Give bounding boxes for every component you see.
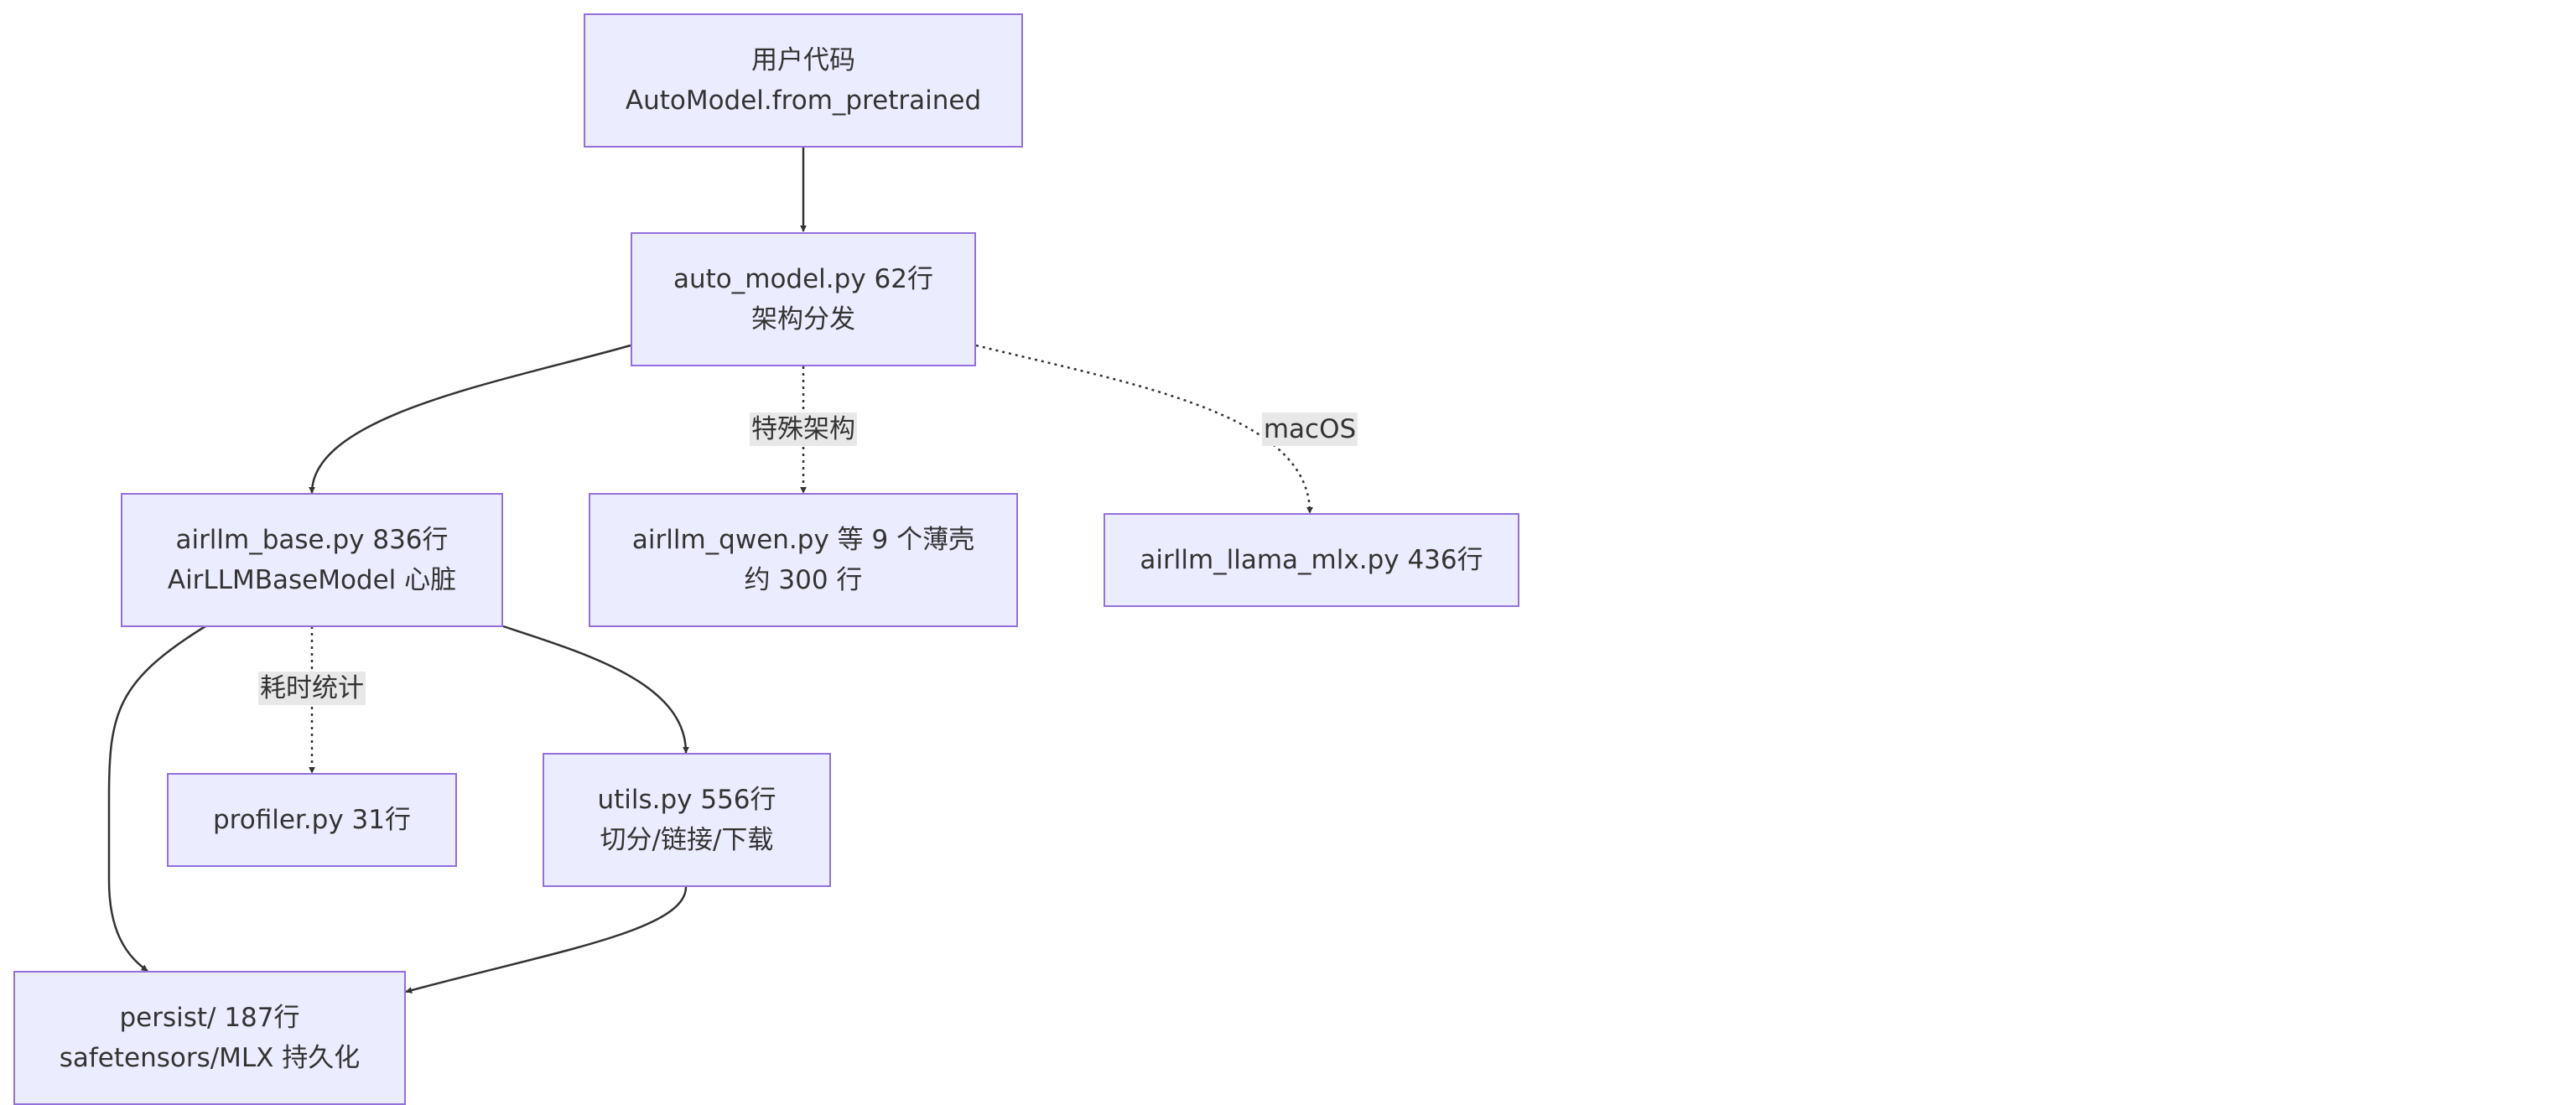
edge-airllm-base-to-utils [502,625,689,754]
node-persist-title: persist/ 187行 [119,1003,300,1033]
node-utils: utils.py 556行 切分/链接/下载 [543,753,831,887]
node-airllm-llama-mlx-title: airllm_llama_mlx.py 436行 [1140,545,1483,575]
edge-utils-to-persist [405,886,688,993]
node-profiler-title: profiler.py 31行 [213,805,411,835]
edge-auto-model-to-airllm-llama-mlx [975,344,1313,514]
node-airllm-qwen-subtitle: 约 300 行 [744,565,863,595]
node-auto-model-subtitle: 架构分发 [751,304,855,335]
node-auto-model: auto_model.py 62行 架构分发 [631,232,976,366]
edge-label-timing-stats: 耗时统计 [258,672,366,705]
node-user-code-title: 用户代码 [751,45,855,75]
edge-label-special-architecture: 特殊架构 [750,412,857,446]
node-auto-model-title: auto_model.py 62行 [673,264,933,294]
node-airllm-base-subtitle: AirLLMBaseModel 心脏 [167,565,457,595]
node-user-code-subtitle: AutoModel.from_pretrained [625,86,982,116]
node-profiler: profiler.py 31行 [167,773,457,867]
node-persist-subtitle: safetensors/MLX 持久化 [59,1043,361,1073]
node-airllm-base-title: airllm_base.py 836行 [175,525,449,555]
node-airllm-llama-mlx: airllm_llama_mlx.py 436行 [1104,513,1519,607]
node-user-code: 用户代码 AutoModel.from_pretrained [584,13,1023,148]
node-airllm-qwen: airllm_qwen.py 等 9 个薄壳 约 300 行 [589,493,1018,627]
node-airllm-qwen-title: airllm_qwen.py 等 9 个薄壳 [631,525,975,555]
edge-auto-model-to-airllm-base [309,344,631,494]
node-utils-title: utils.py 556行 [597,785,776,815]
edge-airllm-base-to-persist [107,625,206,973]
edge-label-macos: macOS [1261,412,1358,446]
node-utils-subtitle: 切分/链接/下载 [600,825,774,855]
node-persist: persist/ 187行 safetensors/MLX 持久化 [13,971,406,1105]
node-airllm-base: airllm_base.py 836行 AirLLMBaseModel 心脏 [121,493,503,627]
